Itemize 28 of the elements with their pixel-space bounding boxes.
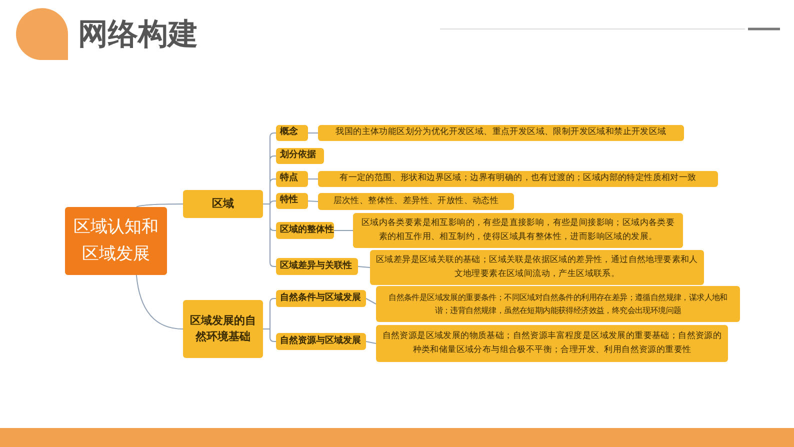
description-box: 自然条件是区域发展的重要条件；不同区域对自然条件的利用存在差异；遵循自然规律，谋求人地和谐；违背自然规律，虽然在短期内能获得经济效益，终究会出现环境问题 (376, 286, 740, 322)
description-box: 自然资源是区域发展的物质基础；自然资源丰富程度是区域发展的重要基础；自然资源的种类和储量区域分布与组合极不平衡；合理开发、利用自然资源的重要性 (376, 325, 728, 362)
subtopic-box: 自然资源与区域发展 (276, 333, 366, 350)
description-box: 我国的主体功能区划分为优化开发区域、重点开发区域、限制开发区域和禁止开发区域 (318, 125, 684, 141)
subtopic-box: 划分依据 (276, 148, 324, 164)
connector-line (308, 132, 318, 134)
connector-line (136, 274, 184, 330)
connector-line (308, 178, 318, 180)
description-box: 层次性、整体性、差异性、开放性、动态性 (318, 193, 514, 210)
subtopic-box: 区域差异与关联性 (276, 258, 358, 275)
subtopic-box: 特性 (276, 193, 308, 209)
description-box: 区域差异是区域关联的基础；区域关联是依据区域的差异性，通过自然地理要素和人文地理要素在区域间流动，产生区域联系。 (370, 250, 704, 285)
page-title: 网络构建 (78, 16, 198, 54)
connector-line (366, 341, 376, 344)
connector-line (358, 266, 370, 268)
description-box: 有一定的范围、形状和边界区域；边界有明确的，也有过渡的；区域内部的特定性质相对一致 (318, 171, 718, 187)
subtopic-box: 区域的整体性 (276, 222, 334, 239)
branch-box: 区域发展的自然环境基础 (183, 300, 263, 358)
subtopic-box: 概念 (276, 125, 308, 141)
connector-line (136, 204, 184, 208)
connector-line (366, 298, 376, 304)
connector-line (308, 200, 318, 202)
connector-line (334, 230, 354, 231)
subtopic-box: 特点 (276, 171, 308, 187)
description-box: 区域内各类要素是相互影响的，有些是直接影响，有些是间接影响；区域内各类要素的相互作用、相互制约，使得区域具有整体性，进而影响区域的发展。 (353, 213, 683, 248)
topic-box: 区域认知和区域发展 (65, 207, 167, 275)
subtopic-box: 自然条件与区域发展 (276, 290, 366, 307)
branch-box: 区域 (183, 190, 263, 218)
